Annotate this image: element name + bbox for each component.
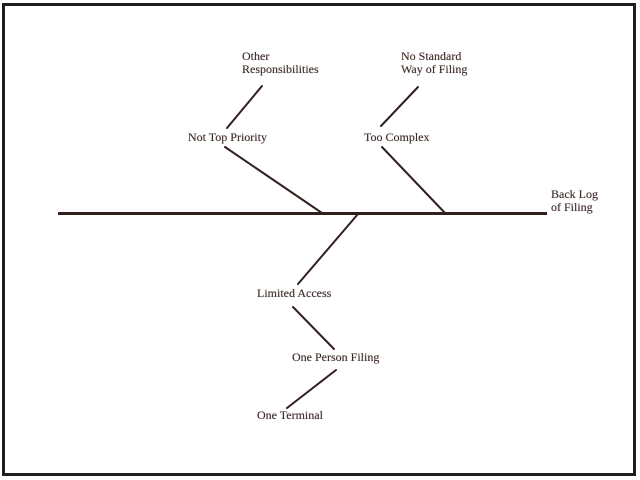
label-no-standard-way-of-filing: No Standard Way of Filing <box>401 49 468 76</box>
branch-not-top-priority <box>224 146 323 214</box>
branch-one-terminal <box>286 369 337 409</box>
branch-one-person-filing <box>292 306 335 350</box>
branch-limited-access <box>297 213 359 285</box>
label-one-terminal: One Terminal <box>257 408 323 422</box>
branch-other-responsibilities <box>226 85 263 129</box>
branch-no-standard-way <box>380 86 419 127</box>
label-other-responsibilities: Other Responsibilities <box>242 49 319 76</box>
label-back-log-of-filing: Back Log of Filing <box>551 187 598 214</box>
branch-too-complex <box>381 146 446 214</box>
label-too-complex: Too Complex <box>364 130 430 144</box>
label-not-top-priority: Not Top Priority <box>188 130 267 144</box>
label-one-person-filing: One Person Filing <box>292 350 380 364</box>
label-limited-access: Limited Access <box>257 286 332 300</box>
